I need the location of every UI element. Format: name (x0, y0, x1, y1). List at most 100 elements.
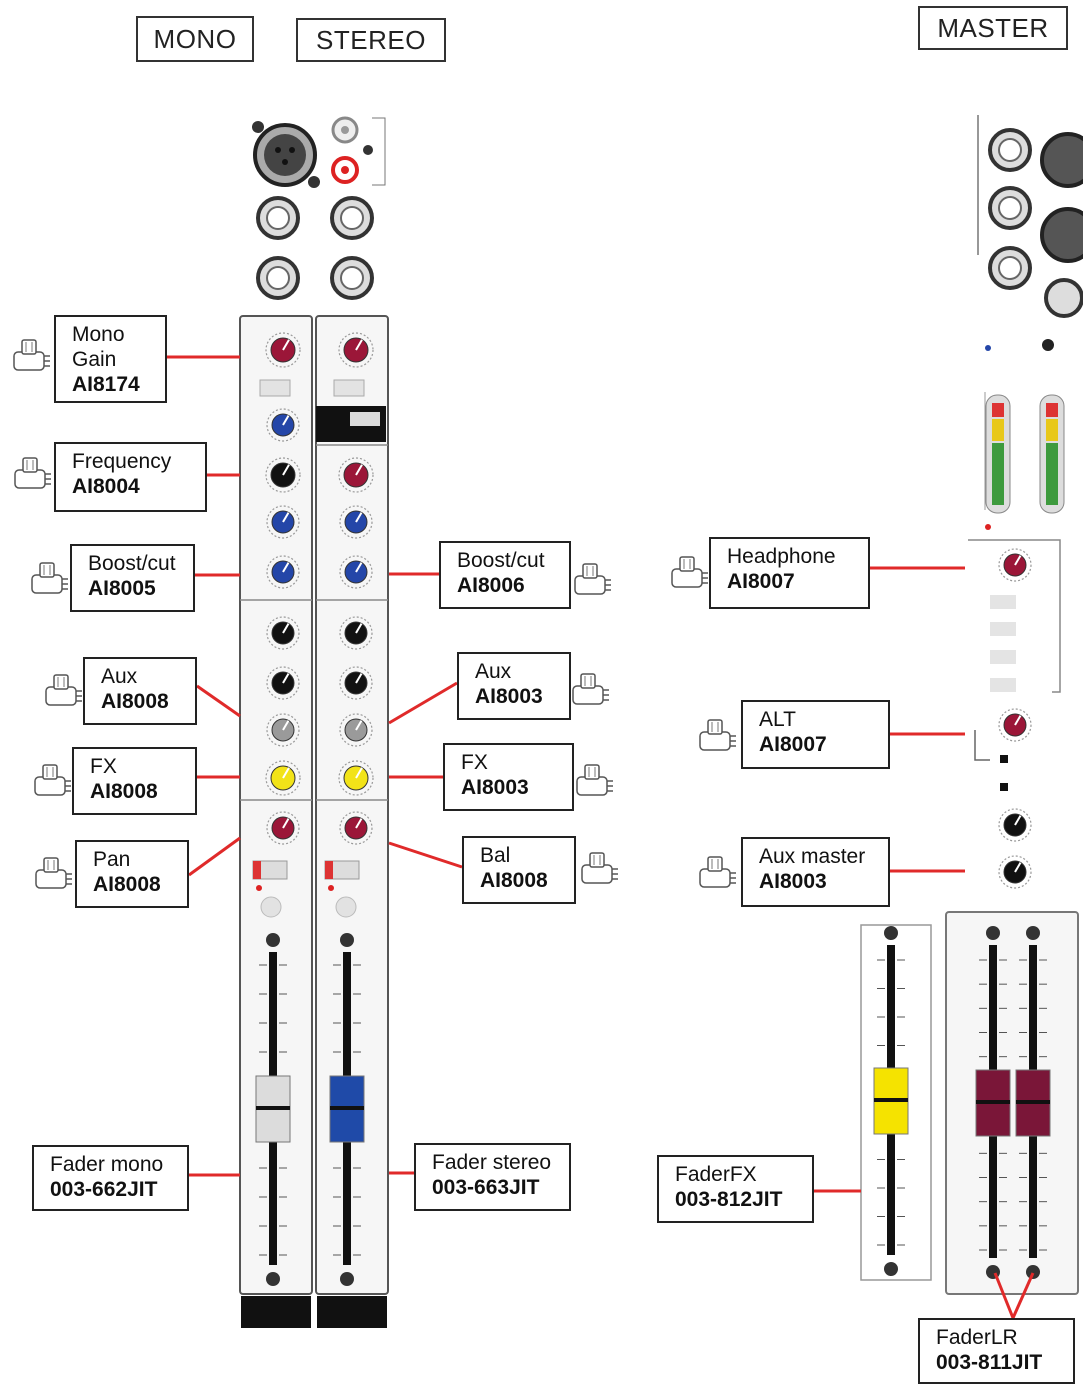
knobs (252, 332, 1032, 918)
stereo-channel-strip (315, 315, 389, 1295)
rca-input-icon (331, 116, 386, 186)
callout-name: Pan (93, 848, 131, 871)
mute-switch-icon (252, 860, 288, 880)
callout-part-code: AI8174 (72, 373, 140, 396)
callout-part-code: AI8008 (90, 780, 158, 803)
callout-name: Aux (101, 665, 138, 688)
pfl-button-icon (335, 896, 357, 918)
callout-part-code: AI8007 (759, 733, 827, 756)
callout-mono-gain: Mono Gain AI8174 (54, 315, 167, 403)
callout-name: FX (90, 755, 117, 778)
callout-part-code: 003-811JIT (936, 1351, 1043, 1374)
right-fader-knob-icon (1015, 926, 1051, 1279)
fx-knob-icon (338, 760, 374, 796)
leader-line (388, 841, 463, 869)
callout-part-code: AI8006 (457, 574, 525, 597)
jack-input-icon (256, 196, 374, 300)
callout-aux-mono: Aux AI8008 (83, 657, 197, 725)
callout-part-code: AI8003 (759, 870, 827, 893)
master-section-header: MASTER (918, 6, 1068, 50)
mono-fader-knob-icon (255, 933, 291, 1286)
master-panel (968, 115, 1061, 791)
callout-name: Mono (72, 323, 125, 346)
leader-lines (167, 355, 1035, 1319)
aux-master-knob-icon (998, 855, 1032, 889)
callout-name: Gain (72, 348, 117, 371)
aux-knob-icon (266, 713, 300, 747)
balance-knob-icon (339, 811, 373, 845)
eq-knob-icon (339, 555, 373, 589)
callout-name: Fader mono (50, 1153, 164, 1176)
faders (255, 926, 1051, 1286)
callout-part-code: AI8008 (93, 873, 161, 896)
callout-bal: Bal AI8008 (462, 836, 576, 904)
leader-line (196, 684, 241, 718)
callout-frequency: Frequency AI8004 (54, 442, 207, 512)
callout-name: Fader stereo (432, 1151, 552, 1174)
callout-part-code: AI8004 (72, 475, 140, 498)
lr-fader-tray (945, 911, 1079, 1295)
left-fader-knob-icon (975, 926, 1011, 1279)
mono-channel-label-strip (241, 1296, 311, 1328)
leader-line (388, 681, 458, 725)
callout-fader-stereo: Fader stereo 003-663JIT (414, 1143, 571, 1211)
callout-part-code: 003-662JIT (50, 1178, 158, 1201)
callout-pan: Pan AI8008 (75, 840, 189, 908)
callout-boost-cut-stereo: Boost/cut AI8006 (439, 541, 571, 609)
control-knob-icon (699, 719, 737, 751)
control-knob-icon (14, 457, 52, 489)
callout-name: Bal (480, 844, 511, 867)
aux-knob-icon (339, 713, 373, 747)
control-knob-icon (671, 556, 709, 588)
callout-part-code: AI8005 (88, 577, 156, 600)
master-connector-icon (988, 128, 1083, 318)
leader-line (1011, 1272, 1035, 1319)
aux-knob-icon (266, 616, 300, 650)
control-knob-icon (35, 857, 73, 889)
callout-name: FaderFX (675, 1163, 757, 1186)
callout-name: Boost/cut (88, 552, 176, 575)
callout-name: Boost/cut (457, 549, 545, 572)
peak-led-icon (328, 885, 334, 891)
callout-fader-fx: FaderFX 003-812JIT (657, 1155, 814, 1223)
mono-channel-strip (239, 315, 313, 1295)
callout-headphone: Headphone AI8007 (709, 537, 870, 609)
callout-fader-lr: FaderLR 003-811JIT (918, 1318, 1075, 1384)
callout-part-code: 003-663JIT (432, 1176, 540, 1199)
control-knob-icon (699, 856, 737, 888)
aux-knob-icon (339, 616, 373, 650)
control-knob-icon (576, 764, 614, 796)
eq-knob-icon (266, 408, 300, 442)
callout-fx-mono: FX AI8008 (72, 747, 197, 815)
eq-knob-icon (266, 505, 300, 539)
alt-knob-icon (998, 708, 1032, 742)
control-knob-icon (45, 674, 83, 706)
aux-master-knob-icon (998, 808, 1032, 842)
callout-name: Aux master (759, 845, 866, 868)
callout-aux-stereo: Aux AI8003 (457, 652, 571, 720)
leader-line (188, 836, 241, 877)
mic-xlr-input-icon (252, 121, 320, 188)
mute-switch-icon (324, 860, 360, 880)
mono-section-header: MONO (136, 16, 254, 62)
headphone-knob-icon (998, 548, 1032, 582)
callout-alt: ALT AI8007 (741, 700, 890, 769)
callout-fx-stereo: FX AI8003 (443, 743, 574, 811)
control-knob-icon (34, 764, 72, 796)
control-knob-icon (13, 339, 51, 371)
pan-knob-icon (266, 811, 300, 845)
aux-knob-icon (339, 666, 373, 700)
leader-line (993, 1272, 1015, 1319)
level-meter (985, 394, 1065, 514)
callout-name: Headphone (727, 545, 836, 568)
frequency-knob-icon (265, 457, 301, 493)
eq-knob-icon (338, 457, 374, 493)
stereo-section-header: STEREO (296, 18, 446, 62)
callout-name: FaderLR (936, 1326, 1018, 1349)
callout-aux-master: Aux master AI8003 (741, 837, 890, 907)
control-knob-icon (31, 562, 69, 594)
stereo-fader-knob-icon (329, 933, 365, 1286)
callout-fader-mono: Fader mono 003-662JIT (32, 1145, 189, 1211)
control-knob-icon (572, 673, 610, 705)
